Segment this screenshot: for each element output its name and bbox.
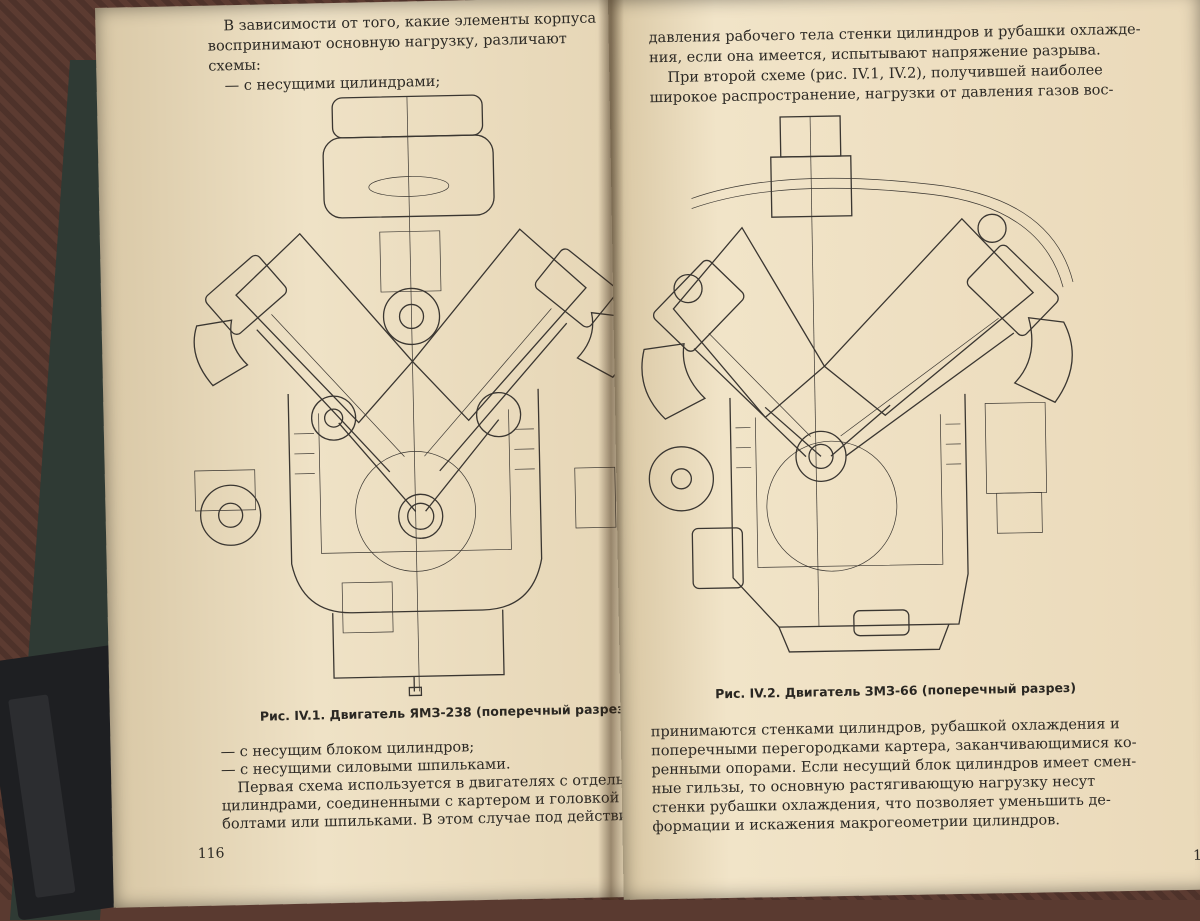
right-page: давления рабочего тела стенки цилиндров …	[608, 0, 1200, 900]
left-page-number: 116	[198, 845, 225, 862]
phone-case-stripe	[8, 694, 75, 898]
left-top-line-3: схемы:	[208, 57, 261, 76]
book-gutter	[598, 0, 624, 900]
engine-yamz-238-drawing	[172, 87, 625, 706]
left-page: В зависимости от того, какие элементы ко…	[95, 0, 634, 908]
engine-zmz-66-drawing	[630, 101, 1110, 669]
right-figure-caption: Рис. IV.2. Двигатель ЗМЗ-66 (поперечный …	[715, 680, 1076, 701]
left-figure-caption: Рис. IV.1. Двигатель ЯМЗ-238 (поперечный…	[260, 701, 631, 724]
right-page-number: 11	[1193, 848, 1200, 864]
